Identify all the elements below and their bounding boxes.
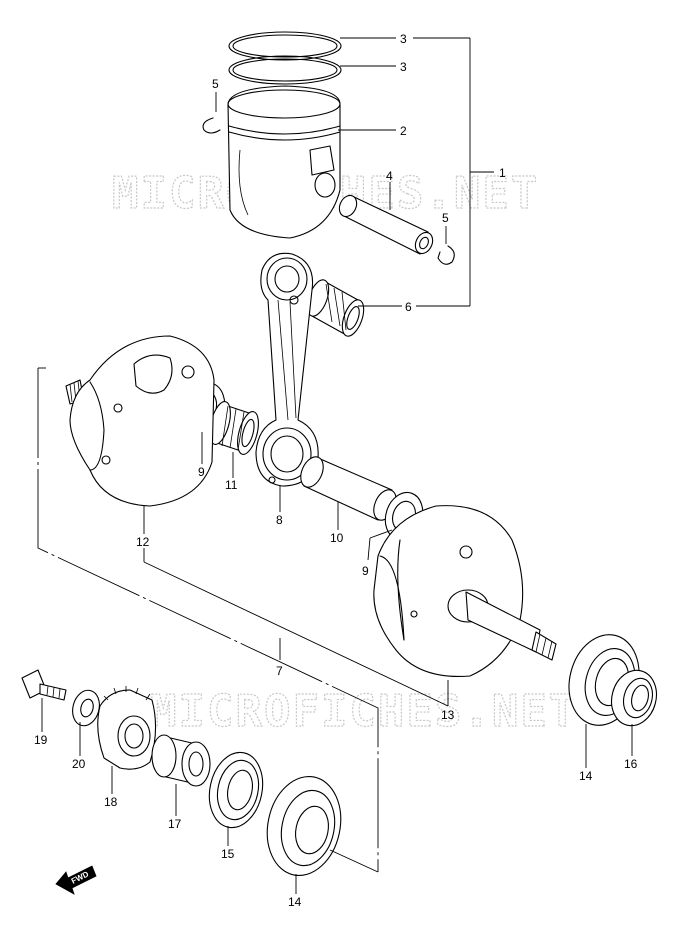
callout-9-right: 9	[362, 564, 369, 578]
callout-5-right: 5	[442, 211, 449, 225]
small-end-bearing	[306, 279, 365, 337]
piston-ring-lower	[228, 55, 342, 85]
callout-16: 16	[624, 757, 638, 771]
callout-17: 17	[168, 817, 182, 831]
crankshaft-right-half	[373, 505, 557, 678]
callout-9-left: 9	[198, 465, 205, 479]
callout-3-upper: 3	[400, 32, 407, 46]
callout-18: 18	[104, 795, 118, 809]
piston-ring-upper	[228, 31, 342, 61]
leader-lines	[41, 37, 633, 894]
bolt	[21, 669, 67, 701]
spacer	[151, 734, 211, 787]
oil-seal-right	[610, 669, 658, 727]
piston-pin	[338, 194, 434, 255]
callout-4: 4	[386, 169, 393, 183]
piston	[227, 85, 341, 239]
callout-12: 12	[136, 535, 150, 549]
callout-20: 20	[72, 757, 86, 771]
washer	[72, 689, 100, 727]
callout-2: 2	[400, 124, 407, 138]
callout-14-left: 14	[288, 895, 302, 909]
watermark-bottom: MICROFICHES.NET	[150, 686, 577, 737]
callout-5-left: 5	[212, 77, 219, 91]
callout-6: 6	[405, 300, 412, 314]
crank-pin	[300, 456, 397, 521]
callout-14-right: 14	[579, 769, 593, 783]
callout-13: 13	[441, 708, 455, 722]
callout-10: 10	[330, 531, 344, 545]
circlip-left	[202, 117, 221, 134]
callout-3-lower: 3	[400, 60, 407, 74]
connecting-rod	[255, 252, 319, 487]
callout-8: 8	[276, 513, 283, 527]
crankshaft-left-half	[65, 335, 215, 507]
oil-seal-left	[208, 751, 264, 829]
big-end-bearing	[209, 401, 259, 455]
callout-15: 15	[221, 847, 235, 861]
crank-bearing-left	[266, 775, 342, 877]
crankshaft-assembly-bracket	[37, 367, 379, 872]
callout-7: 7	[276, 664, 283, 678]
callout-11: 11	[225, 478, 238, 492]
circlip-right	[437, 245, 455, 265]
callout-19: 19	[34, 733, 48, 747]
callout-1: 1	[499, 166, 506, 180]
callouts: 1 2 3 3 4 5 5 6 7 8 9 9 10 11 12 13 14 1…	[34, 32, 638, 909]
primary-drive-gear	[97, 686, 157, 770]
forward-arrow-icon: FWD	[55, 865, 97, 895]
